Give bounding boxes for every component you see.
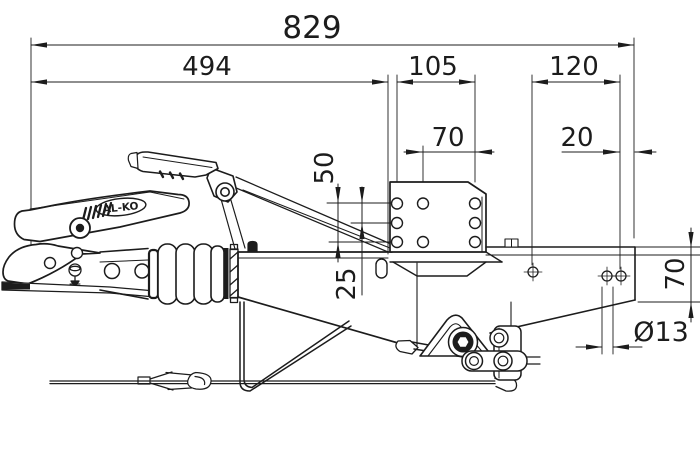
dim-text-hole-rows-outer: 50 [310, 151, 340, 184]
drawbar-tube [237, 240, 418, 348]
bellows-clamp [229, 243, 239, 304]
dimension-front-length [30, 79, 389, 85]
mounting-plate [389, 181, 503, 277]
dim-text-hole-diameter: Ø13 [633, 317, 689, 348]
dimension-hole-rows-outer [335, 183, 341, 263]
dimension-hole-rows-inner [359, 186, 365, 296]
cable-carabiner [137, 371, 212, 391]
cable-loop-rod [239, 301, 352, 392]
dim-text-rear-hole-to-end: 20 [560, 123, 593, 153]
dimension-rear-hole-span [531, 79, 621, 85]
dimension-rear-height [688, 227, 694, 323]
extension-lines [326, 37, 700, 355]
ball-release-knob [68, 263, 82, 288]
dim-text-plate-hole-spacing: 70 [431, 123, 464, 153]
plate-holes [390, 197, 482, 249]
dimension-overall-length [30, 42, 635, 48]
dim-text-hole-rows-inner: 25 [332, 267, 362, 300]
dimension-plate-hole-spacing [403, 149, 495, 155]
dimension-hole-diameter [575, 344, 643, 350]
dimension-rear-hole-to-end [561, 149, 657, 155]
dim-text-overall-length: 829 [282, 10, 341, 46]
dim-text-front-length: 494 [182, 52, 232, 82]
release-handle [13, 190, 190, 243]
brand-label: AL-KO [102, 200, 139, 216]
dimension-plate-length [396, 79, 476, 85]
rear-holes [523, 262, 631, 286]
dim-text-plate-length: 105 [408, 52, 458, 82]
head-bracket [99, 247, 150, 300]
bellows [147, 243, 239, 305]
coupling-head [1, 242, 156, 298]
overrun-mechanism [395, 314, 541, 381]
dim-text-rear-height: 70 [661, 257, 691, 290]
breakaway-cable [49, 377, 518, 392]
dim-text-rear-hole-span: 120 [549, 52, 599, 82]
